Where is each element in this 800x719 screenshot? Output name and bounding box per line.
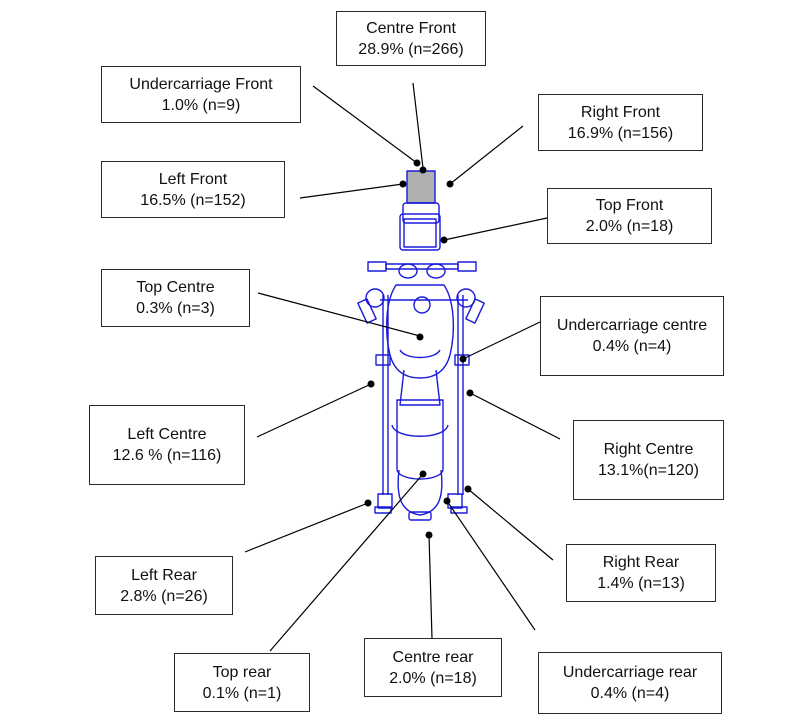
point-left-rear [364,499,372,507]
point-undercarriage-centre [459,355,467,363]
region-name: Left Centre [127,426,207,443]
point-left-centre [367,380,375,388]
region-value: 16.5% (n=152) [140,191,246,209]
point-right-centre [466,389,474,397]
region-value: 2.0% (n=18) [585,218,674,235]
region-value: 0.3% (n=3) [136,300,215,317]
point-right-front [446,180,454,188]
leader-undercarriage-rear [446,500,536,631]
point-undercarriage-front [413,159,421,167]
leader-undercarriage-centre [462,321,541,360]
region-name: Right Centre [603,441,694,458]
leader-right-rear [467,488,554,561]
region-value: 28.9% (n=266) [358,40,464,58]
label-top-centre: Top Centre 0.3% (n=3) [101,269,250,327]
motorcycle-outline [357,170,485,521]
region-name: Right Rear [602,554,680,571]
point-top-front [440,236,448,244]
region-name: Undercarriage rear [562,664,698,681]
region-value: 0.4% (n=4) [590,685,670,702]
leader-undercarriage-front [312,85,418,164]
region-value: 1.4% (n=13) [597,575,685,592]
leader-top-centre [257,292,421,337]
region-name: Right Front [580,103,661,121]
leader-centre-rear [428,534,433,639]
leader-top-rear [269,473,424,652]
point-top-centre [416,333,424,341]
region-value: 0.4% (n=4) [592,338,672,355]
leader-right-front [449,125,524,185]
region-name: Top rear [212,663,272,681]
label-centre-front: Centre Front 28.9% (n=266) [336,11,486,66]
leader-left-centre [256,383,372,438]
label-left-rear: Left Rear 2.8% (n=26) [95,556,233,615]
region-name: Top Front [595,197,664,214]
region-value: 1.0% (n=9) [161,96,241,114]
label-top-front: Top Front 2.0% (n=18) [547,188,712,244]
handlebar [367,261,387,272]
label-undercarriage-centre: Undercarriage centre 0.4% (n=4) [540,296,724,376]
leader-left-front [299,183,404,199]
region-value: 0.1% (n=1) [202,684,282,702]
leader-right-centre [469,392,561,440]
region-name: Top Centre [136,279,215,296]
region-name: Undercarriage Front [129,75,273,93]
region-value: 16.9% (n=156) [567,124,674,142]
region-value: 2.8% (n=26) [120,587,208,605]
impact-points [364,159,474,539]
label-undercarriage-front: Undercarriage Front 1.0% (n=9) [101,66,301,123]
label-right-front: Right Front 16.9% (n=156) [538,94,703,151]
label-left-centre: Left Centre 12.6 % (n=116) [89,405,245,485]
region-value: 12.6 % (n=116) [112,447,222,464]
leader-lines [244,82,561,652]
label-undercarriage-rear: Undercarriage rear 0.4% (n=4) [538,652,722,714]
label-right-centre: Right Centre 13.1%(n=120) [573,420,724,500]
leader-left-rear [244,502,369,553]
region-value: 2.0% (n=18) [389,669,477,687]
front-tyre [406,170,436,204]
point-top-rear [419,470,427,478]
point-centre-rear [425,531,433,539]
region-name: Centre rear [392,648,474,666]
region-value: 13.1%(n=120) [598,462,699,479]
point-left-front [399,180,407,188]
point-undercarriage-rear [443,497,451,505]
region-name: Undercarriage centre [556,317,708,334]
region-name: Left Rear [131,566,197,584]
leader-centre-front [412,82,424,169]
label-centre-rear: Centre rear 2.0% (n=18) [364,638,502,697]
leader-top-front [443,217,548,241]
point-right-rear [464,485,472,493]
region-name: Centre Front [366,19,456,37]
label-right-rear: Right Rear 1.4% (n=13) [566,544,716,602]
label-left-front: Left Front 16.5% (n=152) [101,161,285,218]
point-centre-front [419,166,427,174]
label-top-rear: Top rear 0.1% (n=1) [174,653,310,712]
region-name: Left Front [158,170,228,188]
